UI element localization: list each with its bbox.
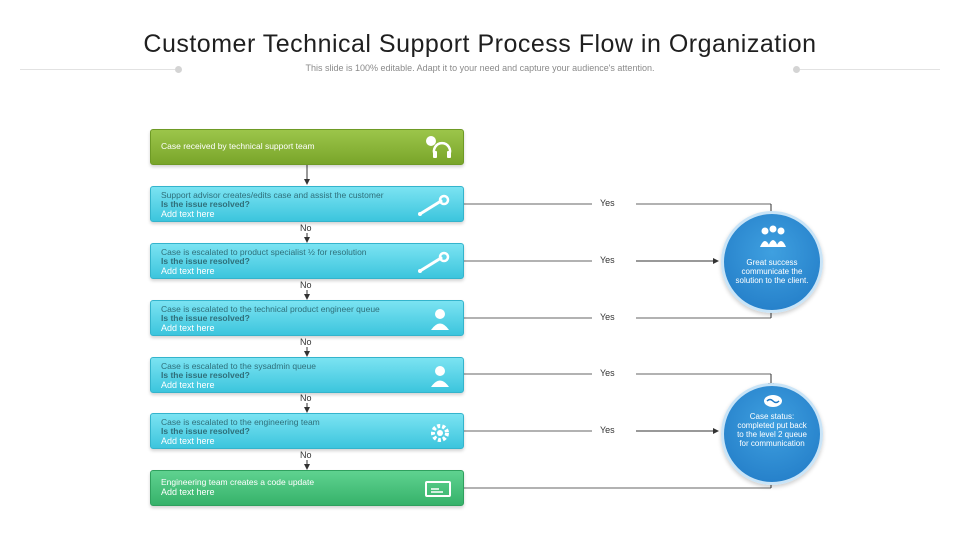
- outcome-status-circle: Case status: completed put back to the l…: [721, 383, 823, 485]
- step-question: Is the issue resolved?: [161, 313, 250, 323]
- outcome-status-text: Case status: completed put back to the l…: [737, 412, 807, 448]
- step-question: Is the issue resolved?: [161, 256, 250, 266]
- page-title: Customer Technical Support Process Flow …: [143, 30, 817, 58]
- step-placeholder: Add text here: [161, 380, 215, 390]
- step-code-update: Engineering team creates a code update A…: [150, 470, 464, 506]
- step-text: Support advisor creates/edits case and a…: [161, 190, 384, 200]
- step-text: Case is escalated to the engineering tea…: [161, 417, 320, 427]
- handshake-icon: [763, 394, 783, 410]
- step-placeholder: Add text here: [161, 487, 215, 497]
- step-text: Case received by technical support team: [161, 141, 315, 151]
- wrench-icon: [417, 194, 451, 222]
- gear-icon: [429, 422, 451, 449]
- person-icon: [429, 308, 451, 335]
- step-question: Is the issue resolved?: [161, 199, 250, 209]
- yes-label: Yes: [600, 255, 615, 265]
- no-label: No: [300, 393, 312, 403]
- no-label: No: [300, 337, 312, 347]
- yes-label: Yes: [600, 312, 615, 322]
- yes-label: Yes: [600, 425, 615, 435]
- no-label: No: [300, 280, 312, 290]
- step-sysadmin: Case is escalated to the sysadmin queue …: [150, 357, 464, 393]
- step-placeholder: Add text here: [161, 323, 215, 333]
- person-icon: [429, 365, 451, 392]
- no-label: No: [300, 450, 312, 460]
- step-product-specialist: Case is escalated to product specialist …: [150, 243, 464, 279]
- yes-label: Yes: [600, 198, 615, 208]
- step-text: Case is escalated to product specialist …: [161, 247, 367, 257]
- step-question: Is the issue resolved?: [161, 370, 250, 380]
- team-icon: [759, 225, 787, 251]
- subtitle-divider-right: [800, 69, 940, 70]
- subtitle-dot-left: [175, 66, 182, 73]
- yes-label: Yes: [600, 368, 615, 378]
- outcome-success-circle: Great success communicate the solution t…: [721, 211, 823, 313]
- monitor-icon: [425, 481, 451, 502]
- step-text: Engineering team creates a code update: [161, 477, 315, 487]
- headset-icon: [423, 135, 452, 166]
- step-text: Case is escalated to the technical produ…: [161, 304, 380, 314]
- step-placeholder: Add text here: [161, 436, 215, 446]
- step-engineering-team: Case is escalated to the engineering tea…: [150, 413, 464, 449]
- step-support-advisor: Support advisor creates/edits case and a…: [150, 186, 464, 222]
- subtitle-divider-left: [20, 69, 175, 70]
- step-technical-engineer: Case is escalated to the technical produ…: [150, 300, 464, 336]
- page-subtitle: This slide is 100% editable. Adapt it to…: [305, 63, 655, 73]
- step-question: Is the issue resolved?: [161, 426, 250, 436]
- step-case-received: Case received by technical support team: [150, 129, 464, 165]
- wrench-icon: [417, 251, 451, 279]
- subtitle-dot-right: [793, 66, 800, 73]
- step-placeholder: Add text here: [161, 266, 215, 276]
- step-placeholder: Add text here: [161, 209, 215, 219]
- no-label: No: [300, 223, 312, 233]
- step-text: Case is escalated to the sysadmin queue: [161, 361, 316, 371]
- outcome-success-text: Great success communicate the solution t…: [735, 258, 809, 285]
